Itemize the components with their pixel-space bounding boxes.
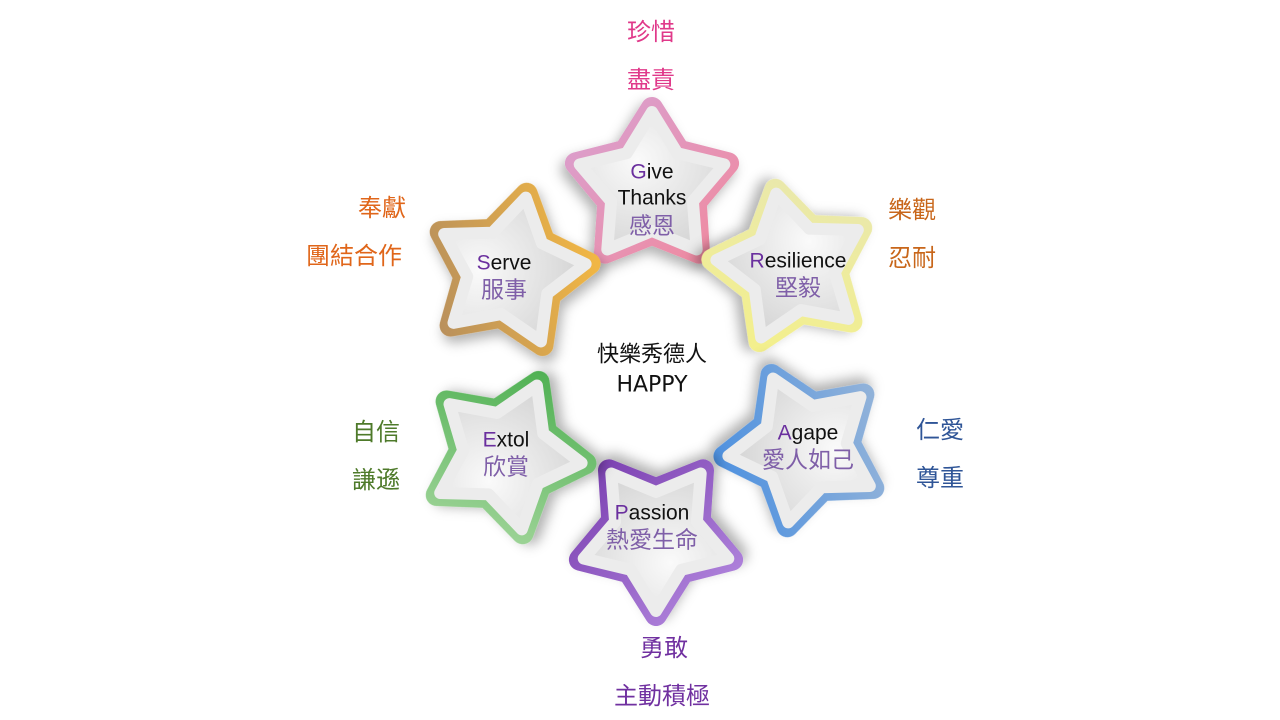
star-title-en-line2: Thanks [617,186,687,210]
star-face [710,187,864,344]
center-title: 快樂秀德人 HAPPY [597,340,707,399]
star-initial: E [482,428,497,452]
value-label: 盡責 [627,66,675,94]
value-label: 尊重 [916,464,964,492]
value-label: 奉獻 [358,194,406,222]
star-title-zh: 愛人如己 [762,447,854,474]
star-initial: A [777,421,792,445]
star-title-zh: 熱愛生命 [606,527,698,554]
star-title-en: Passion [606,501,698,527]
star-title-en: Extol [483,428,530,454]
star-shape [568,459,744,626]
value-label: 仁愛 [916,416,964,444]
star-title-rest: ive [646,160,674,184]
value-label: 樂觀 [888,196,936,224]
star-face [434,379,588,536]
star-title-en: Resilience [750,249,847,275]
star-face [577,467,735,617]
star-initial: P [614,501,629,525]
value-label: 勇敢 [640,634,688,662]
star-title-zh: 感恩 [629,212,675,239]
star-title-rest: xtol [496,428,530,452]
center-title-zh: 快樂秀德人 [596,342,708,368]
star-title-rest: esilience [764,249,847,273]
star-initial: R [749,249,765,273]
star-title-zh: 服事 [481,277,527,304]
star-shape [425,370,597,545]
star-title-rest: assion [628,501,690,525]
value-label: 珍惜 [627,18,675,46]
value-label: 主動積極 [614,682,710,710]
star-initial: S [476,251,491,275]
star-title-en: Serve [477,251,532,277]
star-shape [429,182,601,357]
star-face [438,191,592,348]
star-shape [701,178,873,353]
star-title-rest: erve [490,251,532,275]
value-label: 忍耐 [888,244,936,272]
star-shape [564,97,740,264]
value-label: 自信 [352,418,400,446]
star-face [573,106,731,256]
star-initial: G [630,160,647,184]
center-title-en: HAPPY [616,372,688,397]
value-label: 團結合作 [306,242,402,270]
star-title-zh: 欣賞 [482,454,529,481]
value-label: 謙遜 [352,466,400,494]
star-shape [713,363,885,538]
star-title-en: Agape [762,421,854,447]
star-title-zh: 堅毅 [774,275,821,302]
star-face [722,372,876,529]
star-title-en: Give [618,159,687,185]
star-title-rest: gape [791,421,839,445]
